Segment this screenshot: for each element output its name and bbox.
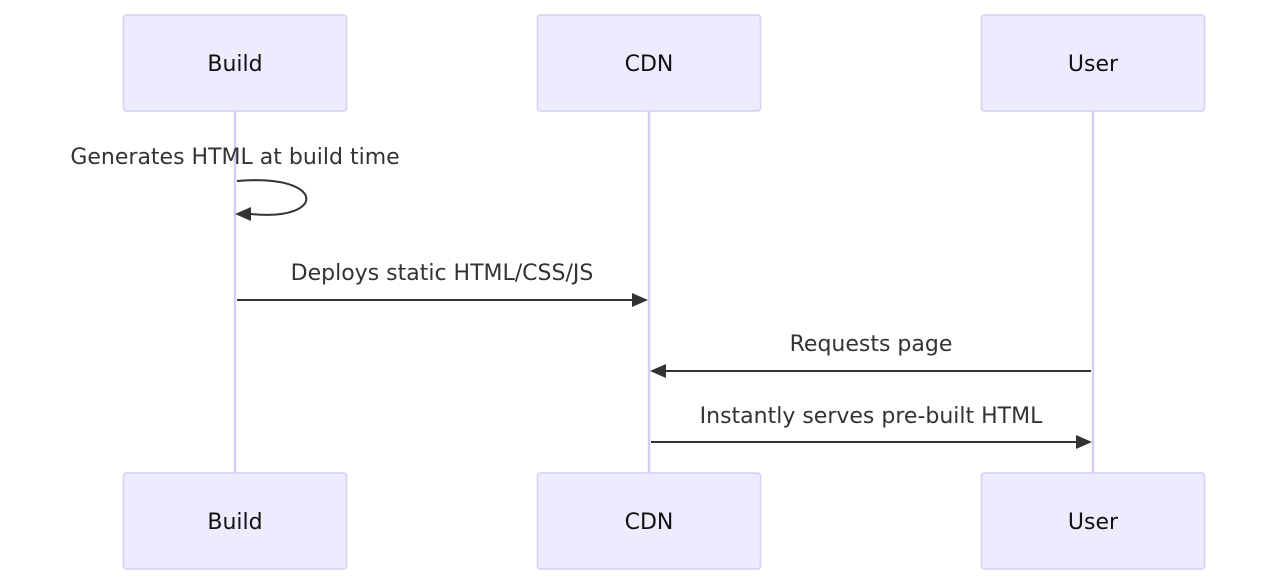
message-label: Generates HTML at build time xyxy=(70,145,399,170)
message-2: Deploys static HTML/CSS/JS xyxy=(237,261,648,307)
participant-label: CDN xyxy=(625,510,674,535)
arrow-head xyxy=(632,293,648,307)
participant-box xyxy=(536,472,762,570)
participant-cdn-bottom: CDN xyxy=(536,472,762,570)
message-3: Requests page xyxy=(650,332,1091,378)
participant-box xyxy=(536,14,762,112)
participant-label: CDN xyxy=(625,52,674,77)
participant-box xyxy=(122,14,348,112)
participant-box xyxy=(122,472,348,570)
participant-cdn-top: CDN xyxy=(536,14,762,112)
participant-box xyxy=(980,14,1206,112)
participant-user-top: User xyxy=(980,14,1206,112)
participant-label: Build xyxy=(207,52,262,77)
participant-label: User xyxy=(1068,52,1119,77)
message-label: Requests page xyxy=(790,332,953,357)
arrow-head xyxy=(235,207,251,221)
message-line xyxy=(236,179,308,216)
participant-build-bottom: Build xyxy=(122,472,348,570)
message-1: Generates HTML at build time xyxy=(70,145,400,221)
participant-user-bottom: User xyxy=(980,472,1206,570)
message-label: Instantly serves pre-built HTML xyxy=(700,404,1043,429)
arrow-head xyxy=(650,364,666,378)
lifelines xyxy=(233,111,1095,473)
message-label: Deploys static HTML/CSS/JS xyxy=(291,261,594,286)
participant-box xyxy=(980,472,1206,570)
arrow-head xyxy=(1076,435,1092,449)
participants-top: Build CDN User xyxy=(122,14,1206,112)
participant-label: Build xyxy=(207,510,262,535)
participant-label: User xyxy=(1068,510,1119,535)
participant-build-top: Build xyxy=(122,14,348,112)
message-4: Instantly serves pre-built HTML xyxy=(651,404,1092,449)
participants-bottom: Build CDN User xyxy=(122,472,1206,570)
